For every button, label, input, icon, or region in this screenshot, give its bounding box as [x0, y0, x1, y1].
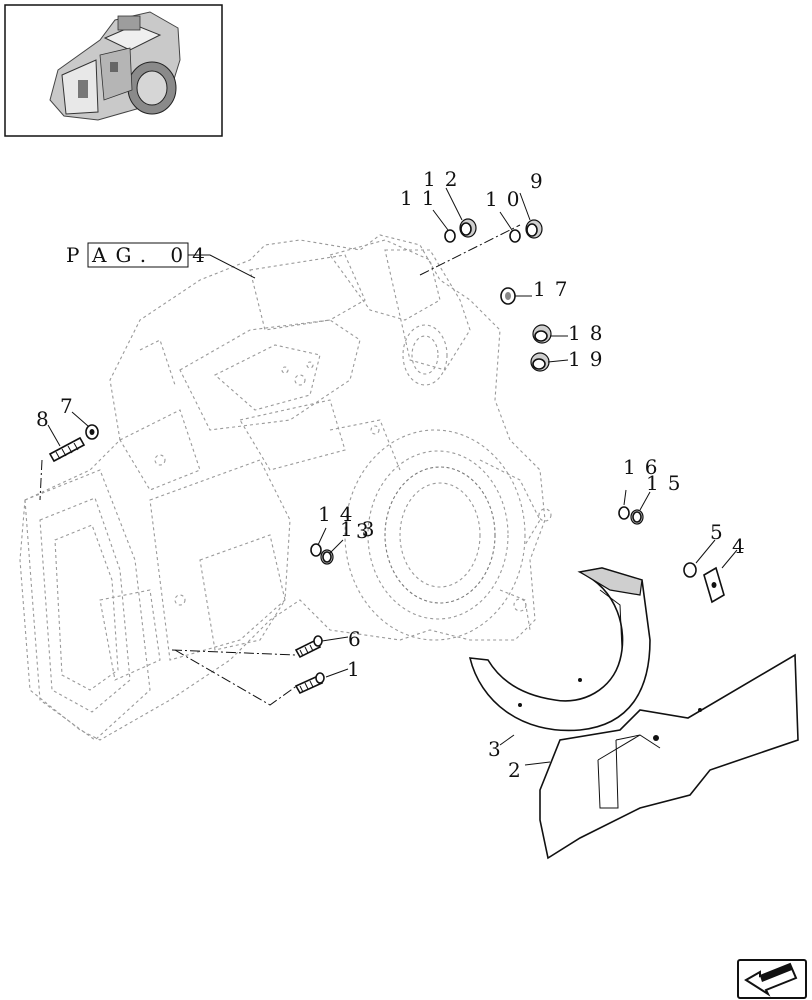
callout-9: 9	[530, 169, 552, 193]
part-11-ring	[444, 229, 456, 243]
next-page-arrow-icon[interactable]	[737, 959, 807, 999]
assembly-lines	[39, 224, 521, 706]
callout-7: 7	[60, 394, 82, 418]
callout-2: 2	[508, 758, 530, 782]
callout-labels: 1 2 3 4 5 6 7 8 9 12 11 10 14 13 16 15 1…	[36, 167, 754, 782]
callout-12: 12	[423, 167, 466, 191]
thumbnail-overview	[4, 4, 223, 137]
reference-prefix: P	[66, 243, 88, 267]
callout-4: 4	[732, 534, 754, 558]
part-4-plate	[703, 566, 725, 604]
part-7-nut	[85, 424, 99, 440]
part-3-curved-shield	[468, 567, 651, 732]
part-19-plug	[530, 352, 550, 372]
callout-19: 19	[568, 347, 611, 371]
part-16-ring	[618, 506, 630, 520]
part-2-plate	[539, 653, 799, 860]
part-9-ring	[509, 229, 521, 243]
callout-11: 11	[400, 186, 443, 210]
callout-18: 18	[568, 321, 611, 345]
leader-lines	[47, 187, 738, 766]
callout-1: 1	[347, 657, 369, 681]
part-13-plug	[320, 549, 334, 565]
callout-8: 8	[36, 407, 58, 431]
part-9-plug	[525, 219, 543, 239]
part-6-bolt	[294, 635, 323, 659]
callout-14: 14	[318, 502, 361, 526]
part-14-ring	[310, 543, 322, 557]
part-15-plug	[630, 509, 644, 525]
callout-5: 5	[710, 520, 732, 544]
callout-17: 17	[533, 277, 576, 301]
part-5-plug	[683, 562, 697, 578]
part-8-stud	[48, 436, 86, 463]
callout-10: 10	[485, 187, 528, 211]
thumbnail-housing-image	[49, 11, 181, 121]
callout-13: 13	[340, 517, 383, 541]
callout-6: 6	[348, 627, 370, 651]
part-1-bolt	[294, 672, 325, 695]
page-reference: P AG. 04	[66, 242, 256, 279]
callout-3: 3	[356, 519, 378, 543]
callout-15: 15	[646, 471, 689, 495]
reference-text: AG. 04	[91, 243, 214, 267]
callout-3-shield: 3	[488, 737, 510, 761]
part-18-plug	[532, 324, 552, 344]
callout-16: 16	[623, 455, 666, 479]
part-10-plug	[459, 218, 477, 238]
part-17-bushing	[500, 287, 516, 305]
